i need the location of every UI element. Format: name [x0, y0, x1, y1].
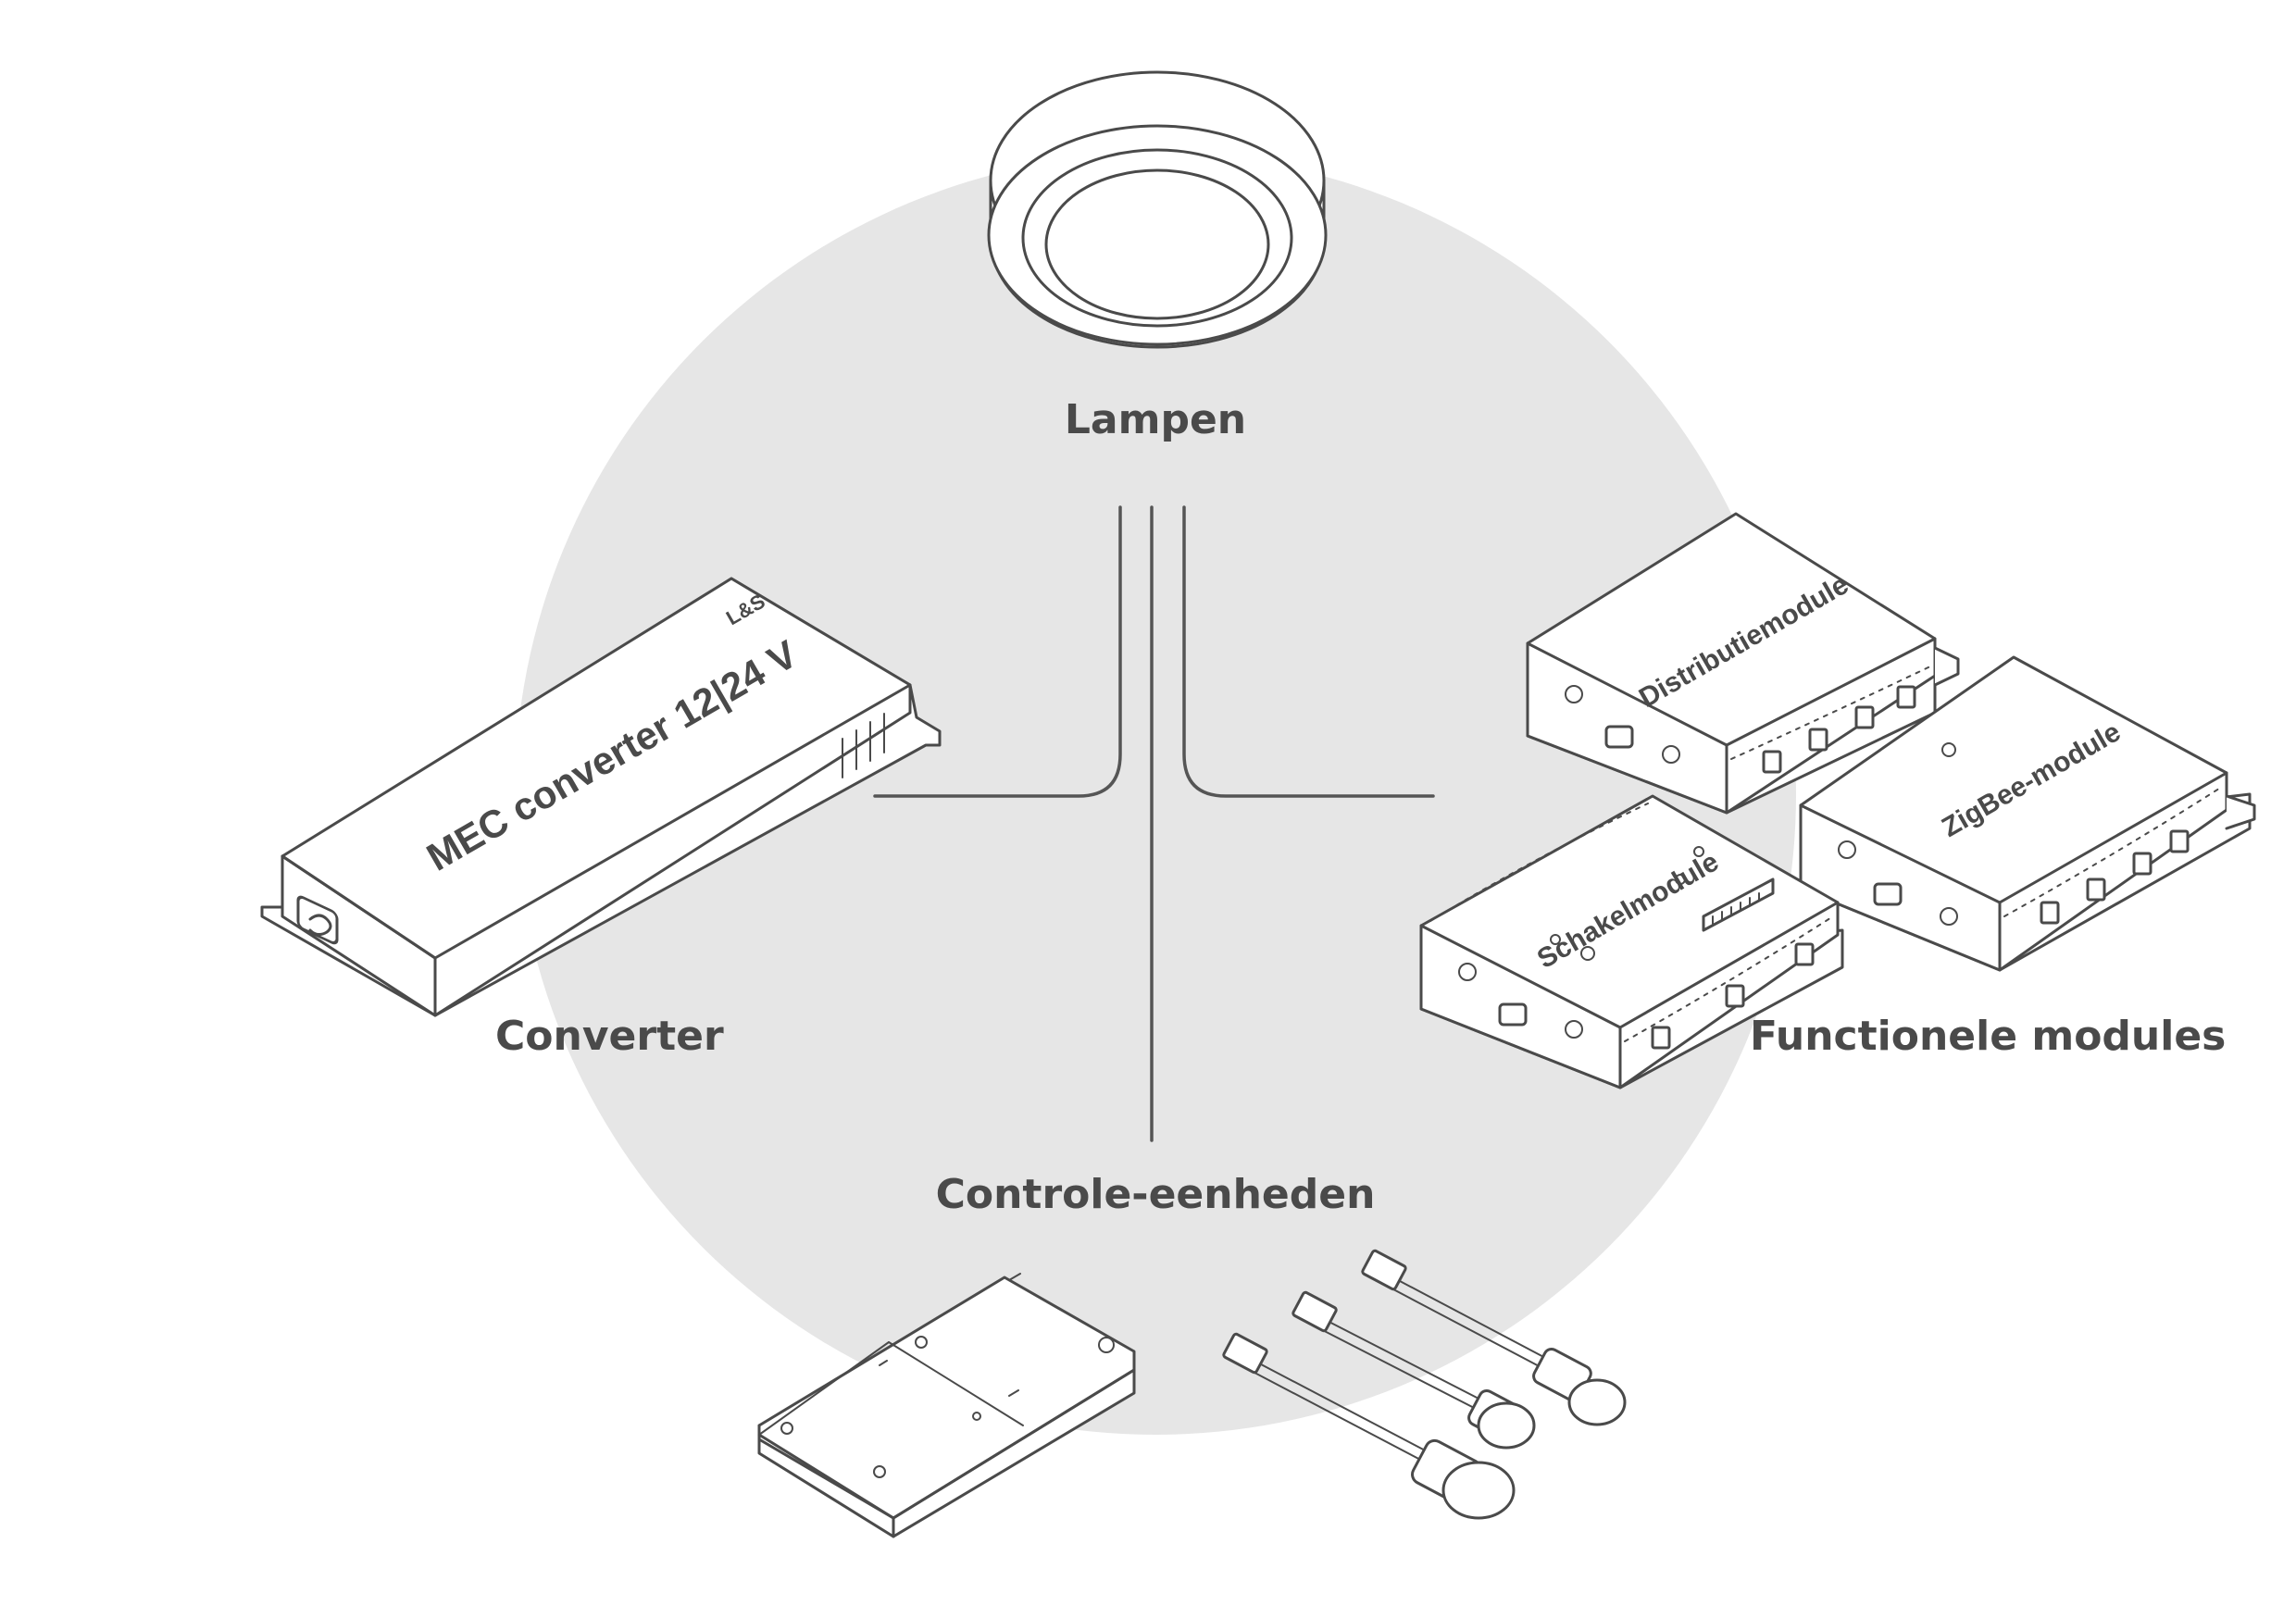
label-modules: Functionele modules: [1750, 1013, 2226, 1060]
zigbee-module: ZigBee-module: [1799, 655, 2256, 972]
lamp-illustration: [987, 70, 1328, 349]
background-circle: [515, 154, 1796, 1435]
remote-control: [757, 1273, 1136, 1538]
switch-module: Schakelmodule: [1419, 794, 1844, 1089]
converter-illustration: MEC converter 12|24 V L&S: [260, 577, 942, 1017]
line-to-modules: [1182, 505, 1435, 798]
push-sensors: [1222, 1249, 1627, 1520]
label-lamps: Lampen: [1065, 396, 1246, 443]
label-controls: Controle-eenheden: [936, 1171, 1376, 1218]
connector-lines: [873, 505, 1435, 1142]
line-to-converter: [873, 505, 1122, 798]
label-converter: Converter: [495, 1013, 724, 1060]
distribution-module: Distributiemodule: [1526, 512, 1960, 815]
